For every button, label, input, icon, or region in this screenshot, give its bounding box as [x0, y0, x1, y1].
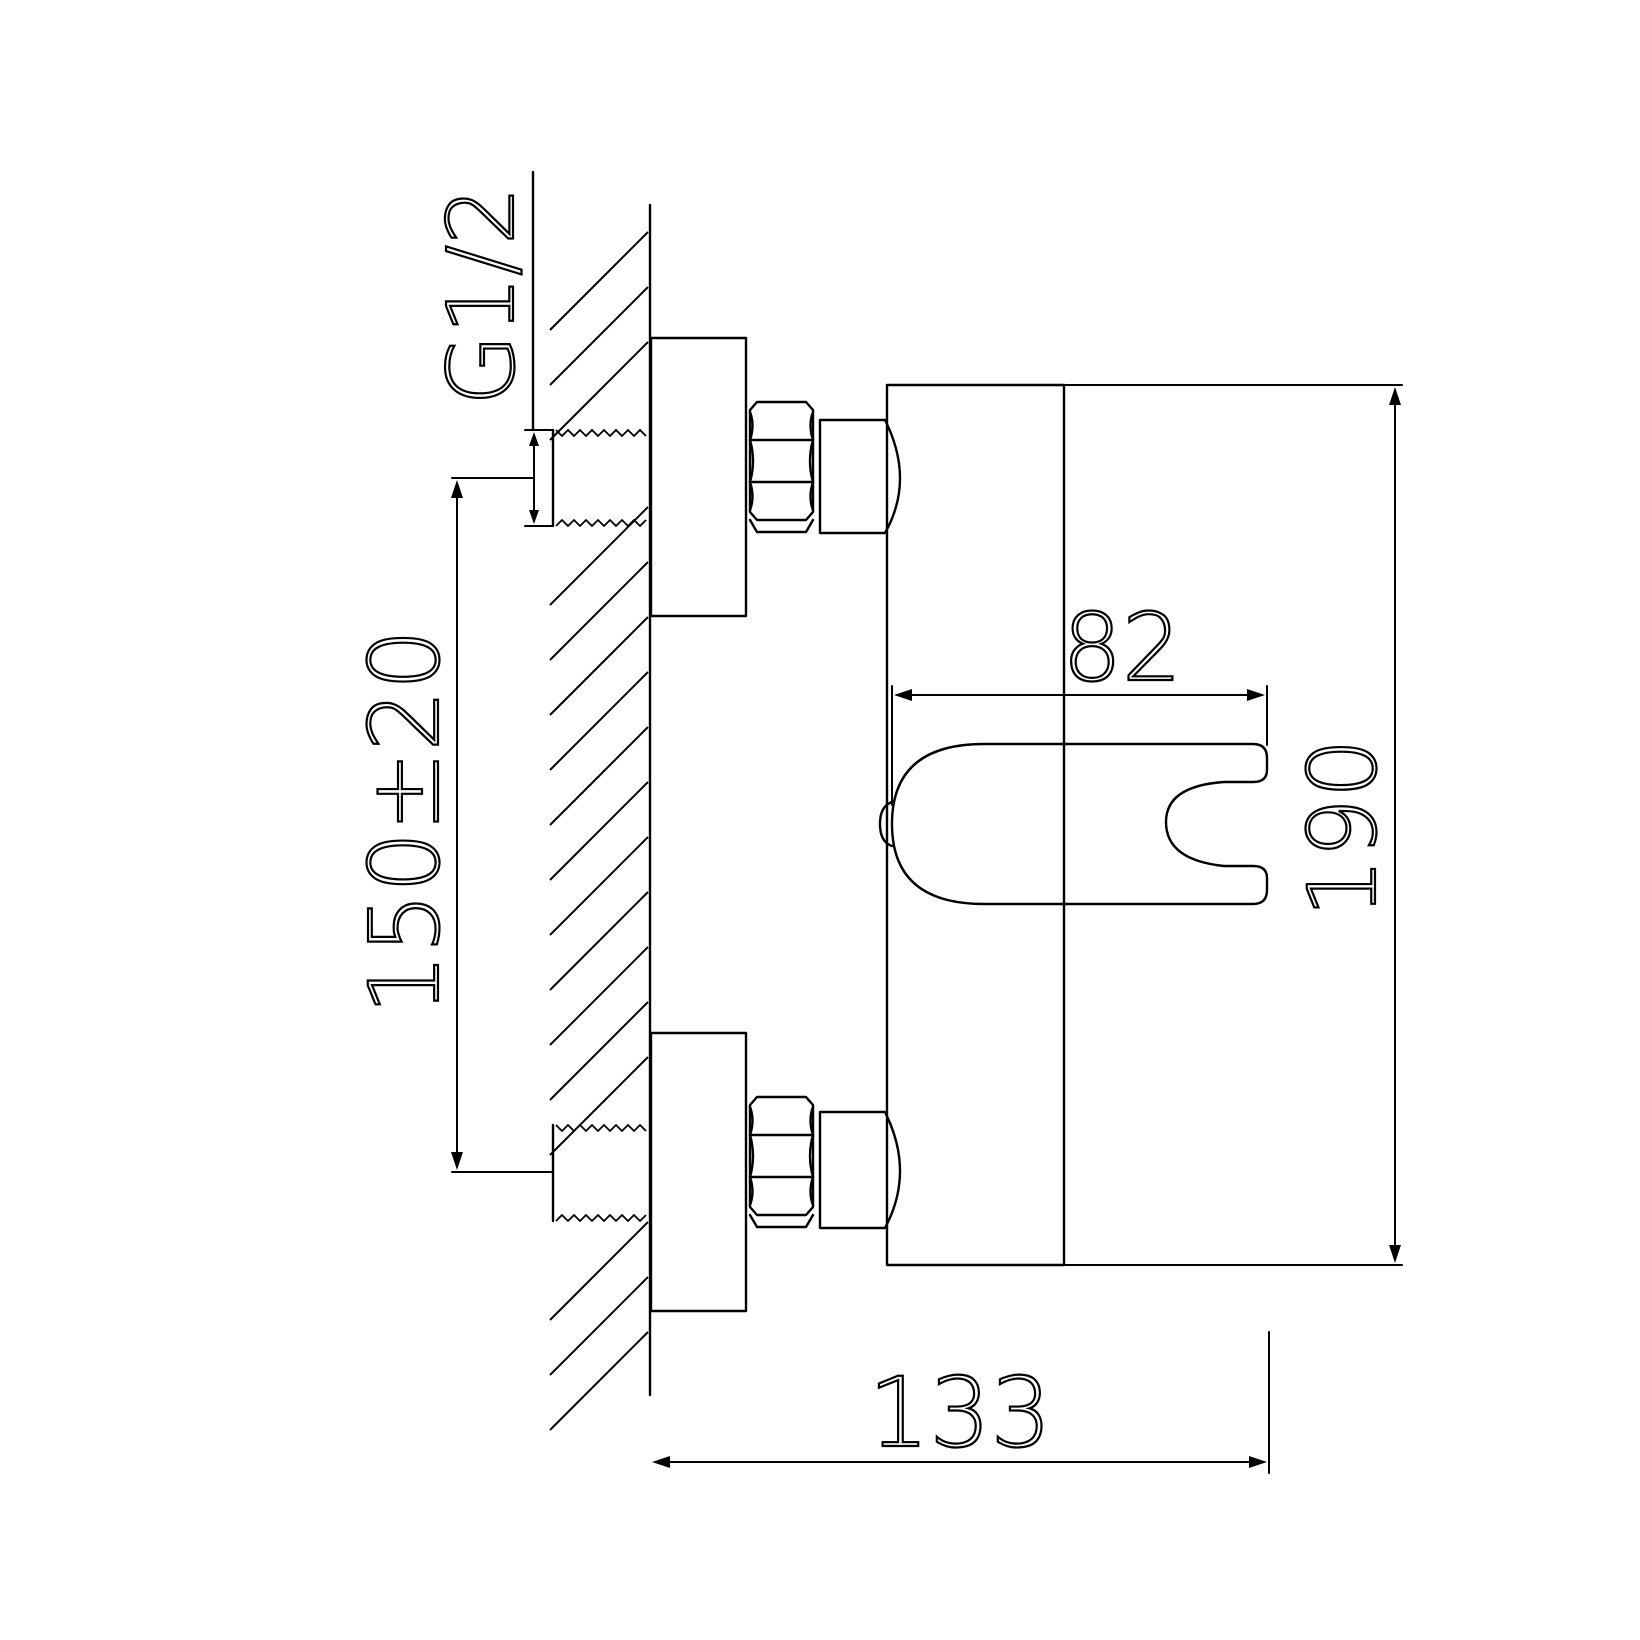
dimension-inlet-spacing: 150±20	[348, 477, 554, 1173]
lower-connector	[818, 1110, 902, 1230]
dimension-thread-size: G1/2	[427, 185, 554, 527]
lower-inlet	[551, 1031, 902, 1313]
upper-thread	[551, 428, 647, 528]
wall	[531, 170, 652, 1431]
total-depth-label: 133	[868, 1357, 1051, 1469]
dimension-holder-offset: 82	[891, 593, 1268, 806]
inlet-spacing-label: 150±20	[349, 629, 461, 1015]
lower-hex-nut	[748, 1095, 815, 1229]
upper-connector	[818, 418, 902, 535]
upper-hex-nut	[748, 400, 815, 534]
thread-size-label: G1/2	[428, 186, 535, 405]
wall-hatching	[549, 231, 649, 1431]
upper-inlet	[551, 336, 902, 618]
mixer-body	[885, 383, 1066, 1267]
holder-offset-label: 82	[1062, 594, 1182, 703]
lower-escutcheon	[649, 1031, 748, 1313]
upper-escutcheon	[649, 336, 748, 618]
dimension-body-height: 190	[1063, 384, 1403, 1266]
shower-holder	[878, 742, 1269, 906]
body-height-label: 190	[1289, 738, 1398, 917]
dimension-total-depth: 133	[652, 1331, 1270, 1474]
